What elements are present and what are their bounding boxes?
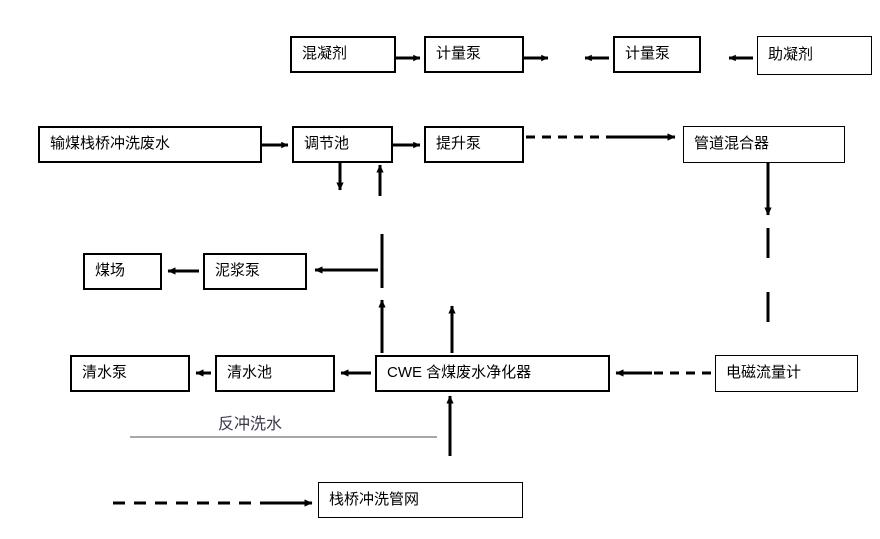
node-label: 泥浆泵 <box>215 262 261 280</box>
node-flow-meter[interactable]: 电磁流量计 <box>715 355 858 392</box>
node-label: 调节池 <box>304 135 350 153</box>
node-label: 助凝剂 <box>768 46 814 64</box>
node-regulating-tank[interactable]: 调节池 <box>292 126 393 163</box>
node-label: 管道混合器 <box>694 135 770 153</box>
node-clean-water-tank[interactable]: 清水池 <box>215 355 335 392</box>
backwash-water-label: 反冲洗水 <box>218 416 283 433</box>
node-coagulant-aid[interactable]: 助凝剂 <box>757 36 872 75</box>
node-slurry-pump[interactable]: 泥浆泵 <box>203 253 307 290</box>
node-label: 栈桥冲洗管网 <box>329 490 420 508</box>
node-pipe-mixer[interactable]: 管道混合器 <box>683 126 845 163</box>
node-label: 清水池 <box>227 364 273 382</box>
node-label: 计量泵 <box>436 45 482 63</box>
node-coal-bridge-wastewater[interactable]: 输煤栈桥冲洗废水 <box>38 126 262 163</box>
node-label: CWE 含煤废水净化器 <box>387 364 532 382</box>
node-label: 清水泵 <box>82 364 128 382</box>
node-label: 提升泵 <box>436 135 482 153</box>
node-cwe-purifier[interactable]: CWE 含煤废水净化器 <box>375 355 610 392</box>
node-clean-water-pump[interactable]: 清水泵 <box>70 355 190 392</box>
node-label: 电磁流量计 <box>726 364 802 382</box>
node-bridge-wash-pipe-network[interactable]: 栈桥冲洗管网 <box>318 482 523 518</box>
node-coagulant[interactable]: 混凝剂 <box>290 36 396 73</box>
node-lift-pump[interactable]: 提升泵 <box>424 126 524 163</box>
node-coal-yard[interactable]: 煤场 <box>83 253 162 290</box>
node-label: 输煤栈桥冲洗废水 <box>50 135 171 153</box>
node-label: 煤场 <box>95 262 126 280</box>
node-metering-pump-2[interactable]: 计量泵 <box>613 36 701 73</box>
node-label: 计量泵 <box>625 45 671 63</box>
node-metering-pump-1[interactable]: 计量泵 <box>424 36 524 73</box>
node-label: 混凝剂 <box>302 45 348 63</box>
